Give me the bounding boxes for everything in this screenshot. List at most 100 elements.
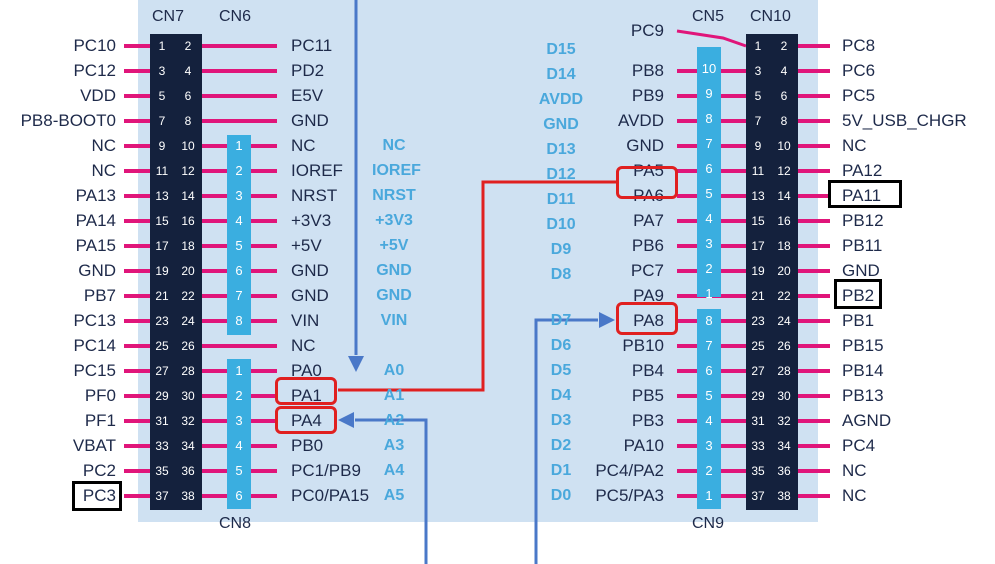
cn5-pin-number: 7 xyxy=(705,136,713,151)
cn8-header-body xyxy=(227,359,251,509)
cn9-pin-number: 4 xyxy=(705,413,713,428)
cn10-left-pin-label: PC4/PA2 xyxy=(595,461,664,480)
arduino-left-label: A1 xyxy=(383,387,405,404)
cn7-pin-number: 3 xyxy=(158,64,166,78)
arduino-right-label: D13 xyxy=(546,141,576,158)
arduino-left-label: A5 xyxy=(383,487,405,504)
arduino-left-label: A4 xyxy=(383,462,405,479)
cn10-pin-number: 20 xyxy=(777,264,791,278)
cn7-left-pin-label: PA13 xyxy=(75,186,116,205)
cn7-left-pin-label: PB7 xyxy=(83,286,116,305)
cn10-right-pin-label: PB1 xyxy=(842,311,875,330)
cn10-pin-number: 17 xyxy=(751,239,765,253)
cn10-left-pin-label: PC7 xyxy=(630,261,664,280)
cn7-pin-number: 19 xyxy=(155,264,169,278)
cn7-pin-number: 1 xyxy=(158,39,166,53)
cn7-left-pin-label: PA15 xyxy=(75,236,116,255)
cn5-title: CN5 xyxy=(692,8,725,25)
cn5-pin-number: 10 xyxy=(701,61,717,76)
cn10-left-lead xyxy=(676,29,747,48)
arduino-left-label: A2 xyxy=(383,412,405,429)
cn5-pin-number: 5 xyxy=(705,186,713,201)
cn7-pin-number: 5 xyxy=(158,89,166,103)
cn7-left-pin-label: NC xyxy=(91,161,116,180)
cn7-pin-number: 9 xyxy=(158,139,166,153)
cn10-pin-number: 14 xyxy=(777,189,791,203)
cn7-left-pin-label: PC2 xyxy=(82,461,116,480)
cn9-pin-number: 7 xyxy=(705,338,713,353)
cn7-left-pin-label: PF0 xyxy=(84,386,116,405)
arduino-right-label: D6 xyxy=(550,337,572,354)
cn10-left-pin-label: PB9 xyxy=(631,86,664,105)
cn7-right-pin-label: PC1/PB9 xyxy=(291,461,361,480)
cn10-right-pin-label: PB14 xyxy=(842,361,884,380)
cn6-header-body xyxy=(227,135,251,335)
arduino-right-label: D11 xyxy=(546,191,576,208)
arduino-right-label: D4 xyxy=(550,387,572,404)
cn7-left-pin-label: PF1 xyxy=(84,411,116,430)
cn7-pin-number: 6 xyxy=(184,89,192,103)
cn7-pin-number: 23 xyxy=(155,314,169,328)
cn6-pin-number: 8 xyxy=(235,313,243,328)
cn10-pin-number: 29 xyxy=(751,389,765,403)
arduino-left-label: IOREF xyxy=(372,162,421,179)
cn7-pin-number: 33 xyxy=(155,439,169,453)
cn7-left-pin-label: PC13 xyxy=(73,311,116,330)
cn9-pin-number: 5 xyxy=(705,388,713,403)
cn7-right-pin-label: E5V xyxy=(291,86,324,105)
cn10-right-pin-label: NC xyxy=(842,486,867,505)
cn9-pin-number: 3 xyxy=(705,438,713,453)
cn10-pin-number: 10 xyxy=(777,139,791,153)
cn7-pin-number: 7 xyxy=(158,114,166,128)
cn8-title: CN8 xyxy=(219,515,252,532)
cn10-pin-number: 7 xyxy=(754,114,762,128)
cn7-left-pin-label: PC14 xyxy=(73,336,116,355)
cn10-right-pin-label: PC6 xyxy=(842,61,876,80)
arduino-right-label: GND xyxy=(543,116,579,133)
cn7-left-pin-label: PC10 xyxy=(73,36,116,55)
cn8-pin-number: 6 xyxy=(235,488,243,503)
cn9-pin-number: 2 xyxy=(705,463,713,478)
cn10-right-pin-label: PB12 xyxy=(842,211,884,230)
highlight-pc3 xyxy=(72,481,122,511)
cn7-left-pin-label: VDD xyxy=(80,86,116,105)
arduino-left-label: +5V xyxy=(379,237,409,254)
cn10-pin-number: 36 xyxy=(777,464,791,478)
cn7-right-pin-label: PD2 xyxy=(291,61,325,80)
cn10-right-pin-label: PC4 xyxy=(842,436,876,455)
cn10-left-pin-label: PB4 xyxy=(631,361,664,380)
cn10-left-pin-label: PA10 xyxy=(623,436,664,455)
cn7-left-pin-label: VBAT xyxy=(72,436,116,455)
highlight-pa1 xyxy=(275,377,337,405)
cn7-pin-number: 18 xyxy=(181,239,195,253)
arduino-right-label: D14 xyxy=(546,66,576,83)
cn10-title: CN10 xyxy=(750,8,791,25)
cn10-pin-number: 8 xyxy=(780,114,788,128)
cn10-right-pin-label: 5V_USB_CHGR xyxy=(842,111,967,130)
cn6-pin-number: 3 xyxy=(235,188,243,203)
cn10-pin-number: 35 xyxy=(751,464,765,478)
cn7-right-pin-label: +5V xyxy=(291,236,322,255)
arduino-right-label: D10 xyxy=(546,216,576,233)
cn7-right-pin-label: PA1 xyxy=(291,386,322,405)
cn10-left-pin-label: AVDD xyxy=(618,111,664,130)
arduino-right-label: AVDD xyxy=(538,91,584,108)
cn7-right-pin-label: NRST xyxy=(291,186,338,205)
cn8-pin-number: 3 xyxy=(235,413,243,428)
arduino-right-label: D12 xyxy=(546,166,576,183)
cn5-pin-number: 2 xyxy=(705,261,713,276)
cn8-pin-number: 2 xyxy=(235,388,243,403)
cn7-pin-number: 10 xyxy=(181,139,195,153)
cn7-pin-number: 32 xyxy=(181,414,195,428)
cn7-pin-number: 25 xyxy=(155,339,169,353)
pa8-arrow-head xyxy=(599,312,615,328)
cn7-pin-number: 20 xyxy=(181,264,195,278)
cn7-right-pin-label: GND xyxy=(291,261,329,280)
cn7-pin-number: 35 xyxy=(155,464,169,478)
cn10-pin-number: 19 xyxy=(751,264,765,278)
arduino-right-label: D15 xyxy=(546,41,576,58)
cn7-pin-number: 34 xyxy=(181,439,195,453)
cn10-pin-number: 1 xyxy=(754,39,762,53)
cn10-pin-number: 28 xyxy=(777,364,791,378)
